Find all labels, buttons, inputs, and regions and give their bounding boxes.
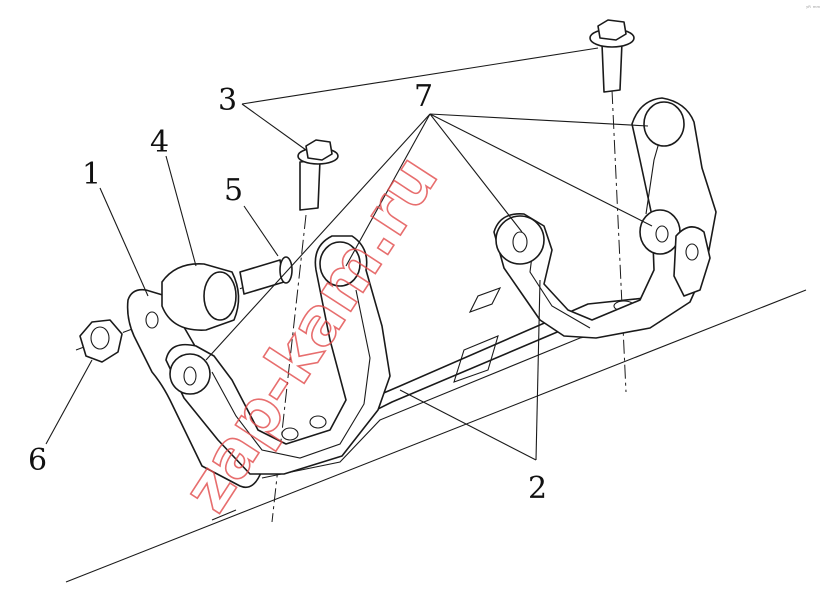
left-bracket — [165, 235, 391, 475]
callout-3: 3 — [218, 83, 237, 118]
right-bracket-boss-low — [495, 215, 545, 265]
leaders — [45, 47, 653, 461]
callout-5: 5 — [224, 173, 243, 208]
right-bracket-side-boss-hole — [655, 225, 669, 243]
axis-right-bolt — [611, 89, 627, 393]
base-plate-slot-2 — [468, 287, 502, 313]
corner-mark: ʸᴿ ᵐᵐ — [806, 5, 821, 12]
part-6-nut-hole — [90, 326, 110, 350]
part-5-pin — [239, 259, 285, 295]
left-bracket-boss-low-hole — [183, 366, 197, 386]
callout-4: 4 — [150, 125, 169, 160]
left-bracket-boss-top — [319, 241, 361, 287]
right-outer-plate — [673, 226, 711, 297]
callout-2: 2 — [528, 471, 547, 506]
left-bracket-boss-low — [169, 353, 211, 395]
part-1-hole — [145, 311, 159, 329]
part-4-bushing-end — [203, 271, 237, 321]
part-6-nut — [79, 319, 123, 363]
frame-rail-upper-line — [211, 509, 237, 521]
right-bracket-side-boss — [639, 209, 681, 255]
frame-rail-line — [65, 289, 807, 583]
left-bracket-hole-2 — [309, 415, 327, 429]
left-bracket-hole-1 — [281, 427, 299, 441]
right-outer-plate-hole — [685, 243, 699, 261]
callout-7: 7 — [414, 79, 433, 114]
right-bracket-boss-low-hole — [512, 231, 528, 253]
part-5-pin-head — [279, 256, 293, 284]
left-bracket-inner — [211, 289, 371, 459]
callout-1: 1 — [82, 157, 101, 192]
part-3-bolt-right — [589, 19, 635, 93]
right-bracket-boss-top — [643, 101, 685, 147]
callout-6: 6 — [28, 443, 47, 478]
part-3-bolt-left — [297, 139, 339, 211]
base-plate-slot — [453, 335, 499, 383]
right-bracket — [493, 97, 717, 339]
